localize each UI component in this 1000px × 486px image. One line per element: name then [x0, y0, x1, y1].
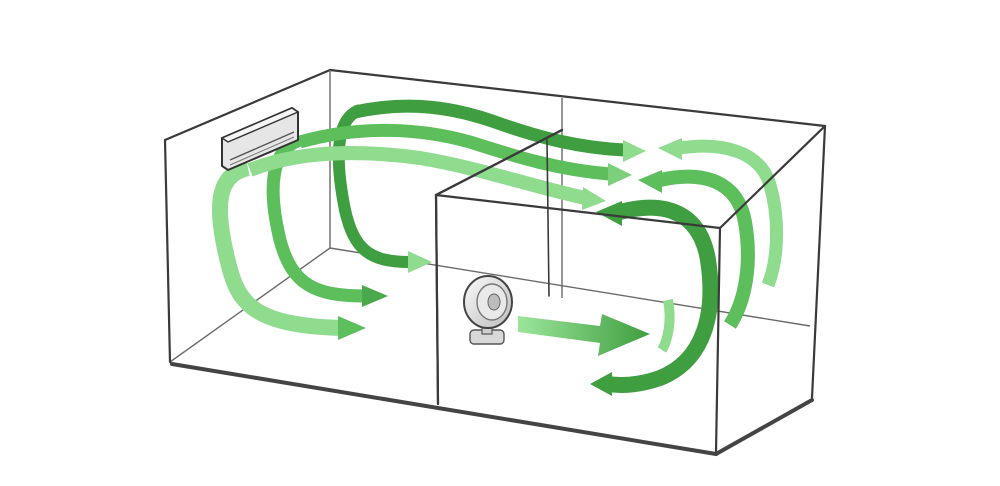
circulation-fan-icon [463, 275, 513, 345]
airflow-arrow-icon [408, 251, 432, 273]
airflow-arrow-icon [518, 314, 650, 356]
fan-airflow-jet [518, 314, 650, 356]
airflow-arrow-icon [582, 187, 606, 210]
airflow-arrow-icon [658, 138, 682, 160]
airflow-arrow-icon [638, 170, 662, 193]
right-room-airflow [590, 138, 784, 396]
air-conditioner-unit [220, 106, 300, 172]
circulation-fan [463, 275, 513, 345]
airflow-arrow-icon [338, 316, 366, 340]
cross-room-airflow [247, 99, 646, 210]
airflow-arrow-icon [590, 372, 612, 396]
airflow-arrow-icon [608, 163, 632, 186]
airflow-arrow-icon [596, 201, 622, 226]
airflow-arrow-icon [362, 285, 388, 307]
room-front-edges [163, 124, 827, 456]
airflow-arrow-icon [623, 140, 646, 162]
air-conditioner-icon [220, 106, 300, 172]
